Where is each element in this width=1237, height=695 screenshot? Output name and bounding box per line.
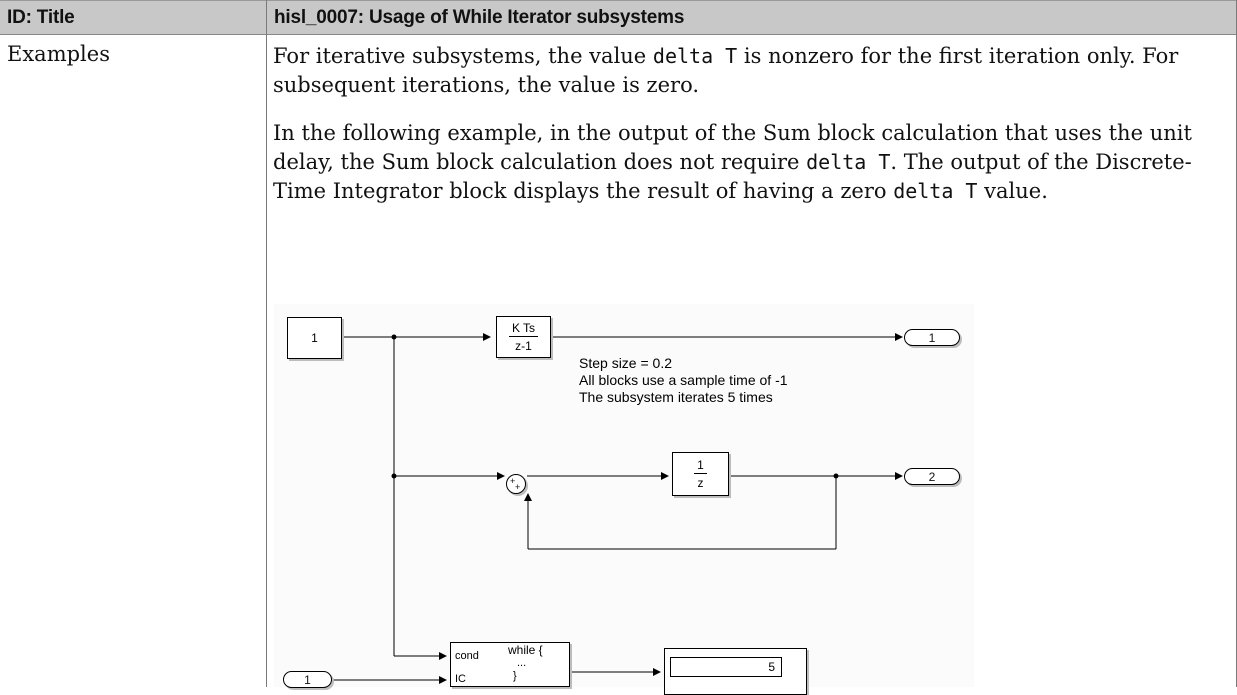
port-label-cond: cond <box>455 650 479 662</box>
while-iterator-block[interactable]: cond IC while { ... } <box>450 642 570 687</box>
header-id-title: ID: Title <box>7 7 75 28</box>
sum-sign: + <box>510 476 516 486</box>
text-run: In the following example, in the output … <box>273 121 1192 174</box>
text-run: value. <box>977 179 1048 203</box>
while-code-line: } <box>513 670 517 682</box>
outport-2[interactable]: 2 <box>904 468 960 485</box>
code-delta-t: delta T <box>893 179 978 203</box>
diagram-annotation: Step size = 0.2 All blocks use a sample … <box>579 355 788 406</box>
delay-numerator: 1 <box>694 458 707 474</box>
code-delta-t: delta T <box>806 150 891 174</box>
text-run: For iterative subsystems, the value <box>273 44 653 68</box>
header-guideline-title: hisl_0007: Usage of While Iterator subsy… <box>274 7 685 28</box>
sum-block[interactable]: + + <box>506 474 526 494</box>
display-block[interactable]: 5 <box>664 648 807 695</box>
note-line: All blocks use a sample time of -1 <box>579 372 788 388</box>
examples-content: For iterative subsystems, the value delt… <box>273 42 1228 225</box>
port-label-ic: IC <box>455 673 466 685</box>
integrator-numerator: K Ts <box>508 321 539 337</box>
note-line: Step size = 0.2 <box>579 355 673 371</box>
while-code-line: ... <box>517 657 527 669</box>
simulink-diagram: 1 K Ts z-1 Step size = 0.2 All blocks us… <box>274 304 974 695</box>
delay-denominator: z <box>697 476 704 490</box>
constant-block[interactable]: 1 <box>287 317 342 359</box>
note-line: The subsystem iterates 5 times <box>579 389 773 405</box>
integrator-denominator: z-1 <box>515 339 532 353</box>
paragraph-example: In the following example, in the output … <box>273 119 1228 206</box>
display-value: 5 <box>670 657 782 677</box>
paragraph-iteration: For iterative subsystems, the value delt… <box>273 42 1228 100</box>
column-divider <box>266 0 267 687</box>
discrete-integrator-block[interactable]: K Ts z-1 <box>496 316 551 358</box>
inport-number: 1 <box>304 672 311 687</box>
signal-lines <box>332 333 903 684</box>
constant-value: 1 <box>311 331 318 345</box>
delay-transfer: 1 z <box>694 458 707 490</box>
code-delta-t: delta T <box>652 44 738 68</box>
inport-1[interactable]: 1 <box>283 671 332 688</box>
outport-1[interactable]: 1 <box>904 329 960 346</box>
while-code-line: while { <box>508 643 543 657</box>
outport-number: 2 <box>928 469 936 484</box>
unit-delay-block[interactable]: 1 z <box>672 452 729 496</box>
text-run: is nonzero for the first iteration only.… <box>273 44 1179 97</box>
text-run: . The output of the Discrete-Time Integr… <box>273 150 1192 203</box>
outport-number: 1 <box>928 330 936 345</box>
integrator-transfer: K Ts z-1 <box>508 321 539 353</box>
sum-sign: + <box>515 482 521 492</box>
table-header: ID: Title hisl_0007: Usage of While Iter… <box>0 0 1237 35</box>
row-label-examples: Examples <box>7 42 110 66</box>
